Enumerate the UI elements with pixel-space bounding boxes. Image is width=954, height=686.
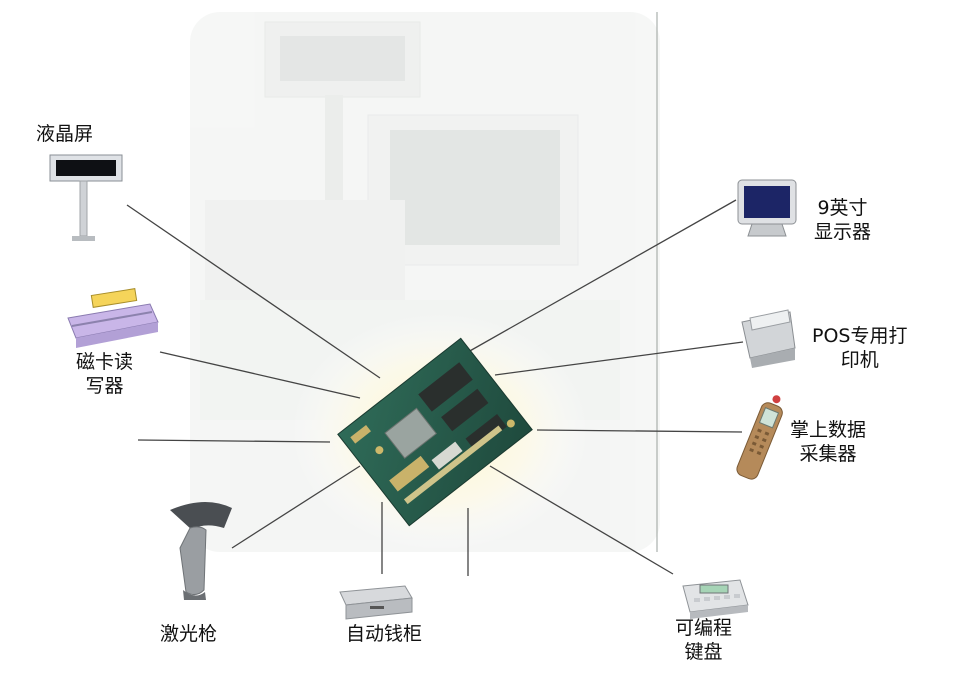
label-keyboard-line2: 键盘 — [684, 641, 723, 663]
connector-handheld — [536, 429, 743, 433]
connector-scanner — [231, 465, 361, 549]
connector-keyboard — [489, 465, 674, 575]
label-scanner: 激光枪 — [160, 622, 217, 646]
label-keyboard: 可编程 键盘 — [675, 616, 732, 664]
label-monitor-line2: 显示器 — [814, 221, 872, 243]
label-card-reader-line2: 写器 — [85, 375, 124, 397]
label-monitor-line1: 9英寸 — [817, 197, 868, 219]
pos-motherboard-icon — [337, 337, 533, 527]
label-handheld: 掌上数据 采集器 — [790, 418, 866, 466]
connector-lines — [126, 199, 744, 576]
label-card-reader-line1: 磁卡读 — [76, 351, 134, 373]
pos-printer-icon — [741, 309, 796, 368]
label-keyboard-line1: 可编程 — [675, 617, 733, 639]
label-printer-line1: POS专用打 — [812, 325, 908, 347]
laser-scanner-icon — [170, 501, 232, 600]
programmable-keyboard-icon — [682, 579, 749, 619]
connector-lcd — [126, 204, 381, 379]
label-printer-line2: 印机 — [840, 349, 879, 371]
label-printer: POS专用打 印机 — [812, 324, 907, 372]
monitor-icon — [737, 179, 797, 237]
label-card-reader: 磁卡读 写器 — [76, 350, 133, 398]
label-cash-drawer-line1: 自动钱柜 — [346, 623, 423, 645]
label-cash-drawer: 自动钱柜 — [346, 622, 422, 646]
connector-unlabeled — [137, 439, 331, 443]
label-lcd-line1: 液晶屏 — [36, 123, 94, 145]
label-handheld-line1: 掌上数据 — [790, 419, 867, 441]
connector-card-reader — [159, 351, 361, 399]
connector-printer — [494, 341, 744, 376]
cash-drawer-icon — [339, 585, 413, 620]
lcd-display-icon — [49, 154, 123, 241]
label-handheld-line2: 采集器 — [799, 443, 857, 465]
label-scanner-line1: 激光枪 — [160, 623, 218, 645]
connector-monitor — [467, 199, 737, 353]
magnetic-card-reader-icon — [67, 288, 159, 348]
label-lcd: 液晶屏 — [36, 122, 93, 146]
handheld-data-collector-icon — [736, 395, 783, 480]
label-monitor: 9英寸 显示器 — [814, 196, 871, 244]
